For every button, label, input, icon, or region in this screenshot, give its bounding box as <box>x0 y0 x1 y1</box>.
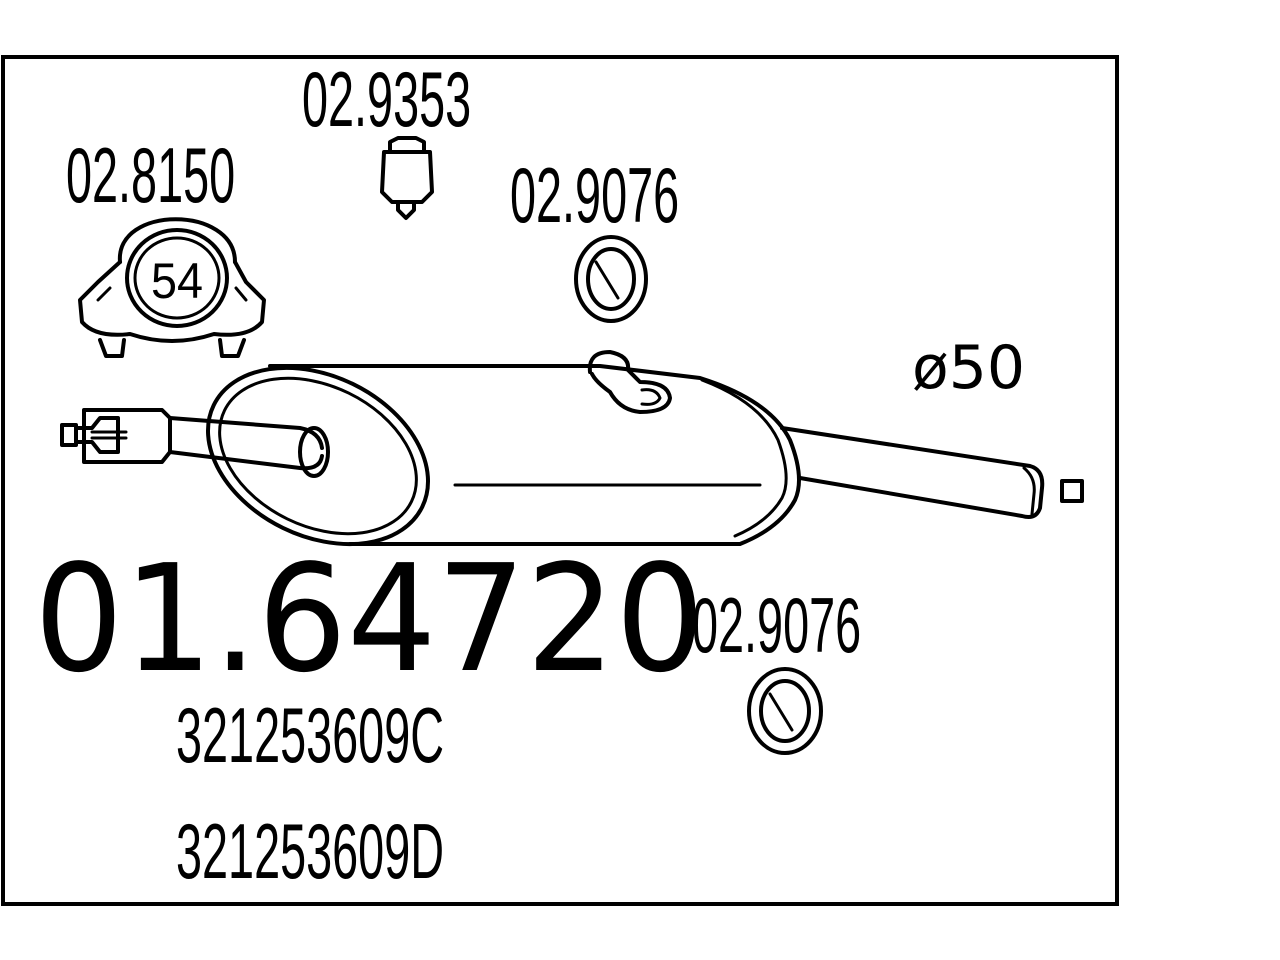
part-number: 01.64720 <box>34 534 705 706</box>
oem-number-2: 321253609D <box>176 808 444 895</box>
diagram-frame <box>1 55 1119 906</box>
silencer-icon <box>60 350 1084 547</box>
ring-top-icon <box>574 235 648 323</box>
ring-top-code-label: 02.9076 <box>510 152 679 239</box>
hanger-code-label: 02.9353 <box>302 56 471 143</box>
clamp-code-label: 02.8150 <box>66 132 235 219</box>
diameter-label: ø50 <box>912 333 1025 403</box>
clamp-size-label: 54 <box>151 253 203 309</box>
ring-bottom-icon <box>747 667 823 755</box>
clamp-icon <box>78 217 266 358</box>
oem-number-1: 321253609C <box>176 692 444 779</box>
rubber-hanger-icon <box>380 136 434 220</box>
ring-bottom-code-label: 02.9076 <box>692 582 861 669</box>
